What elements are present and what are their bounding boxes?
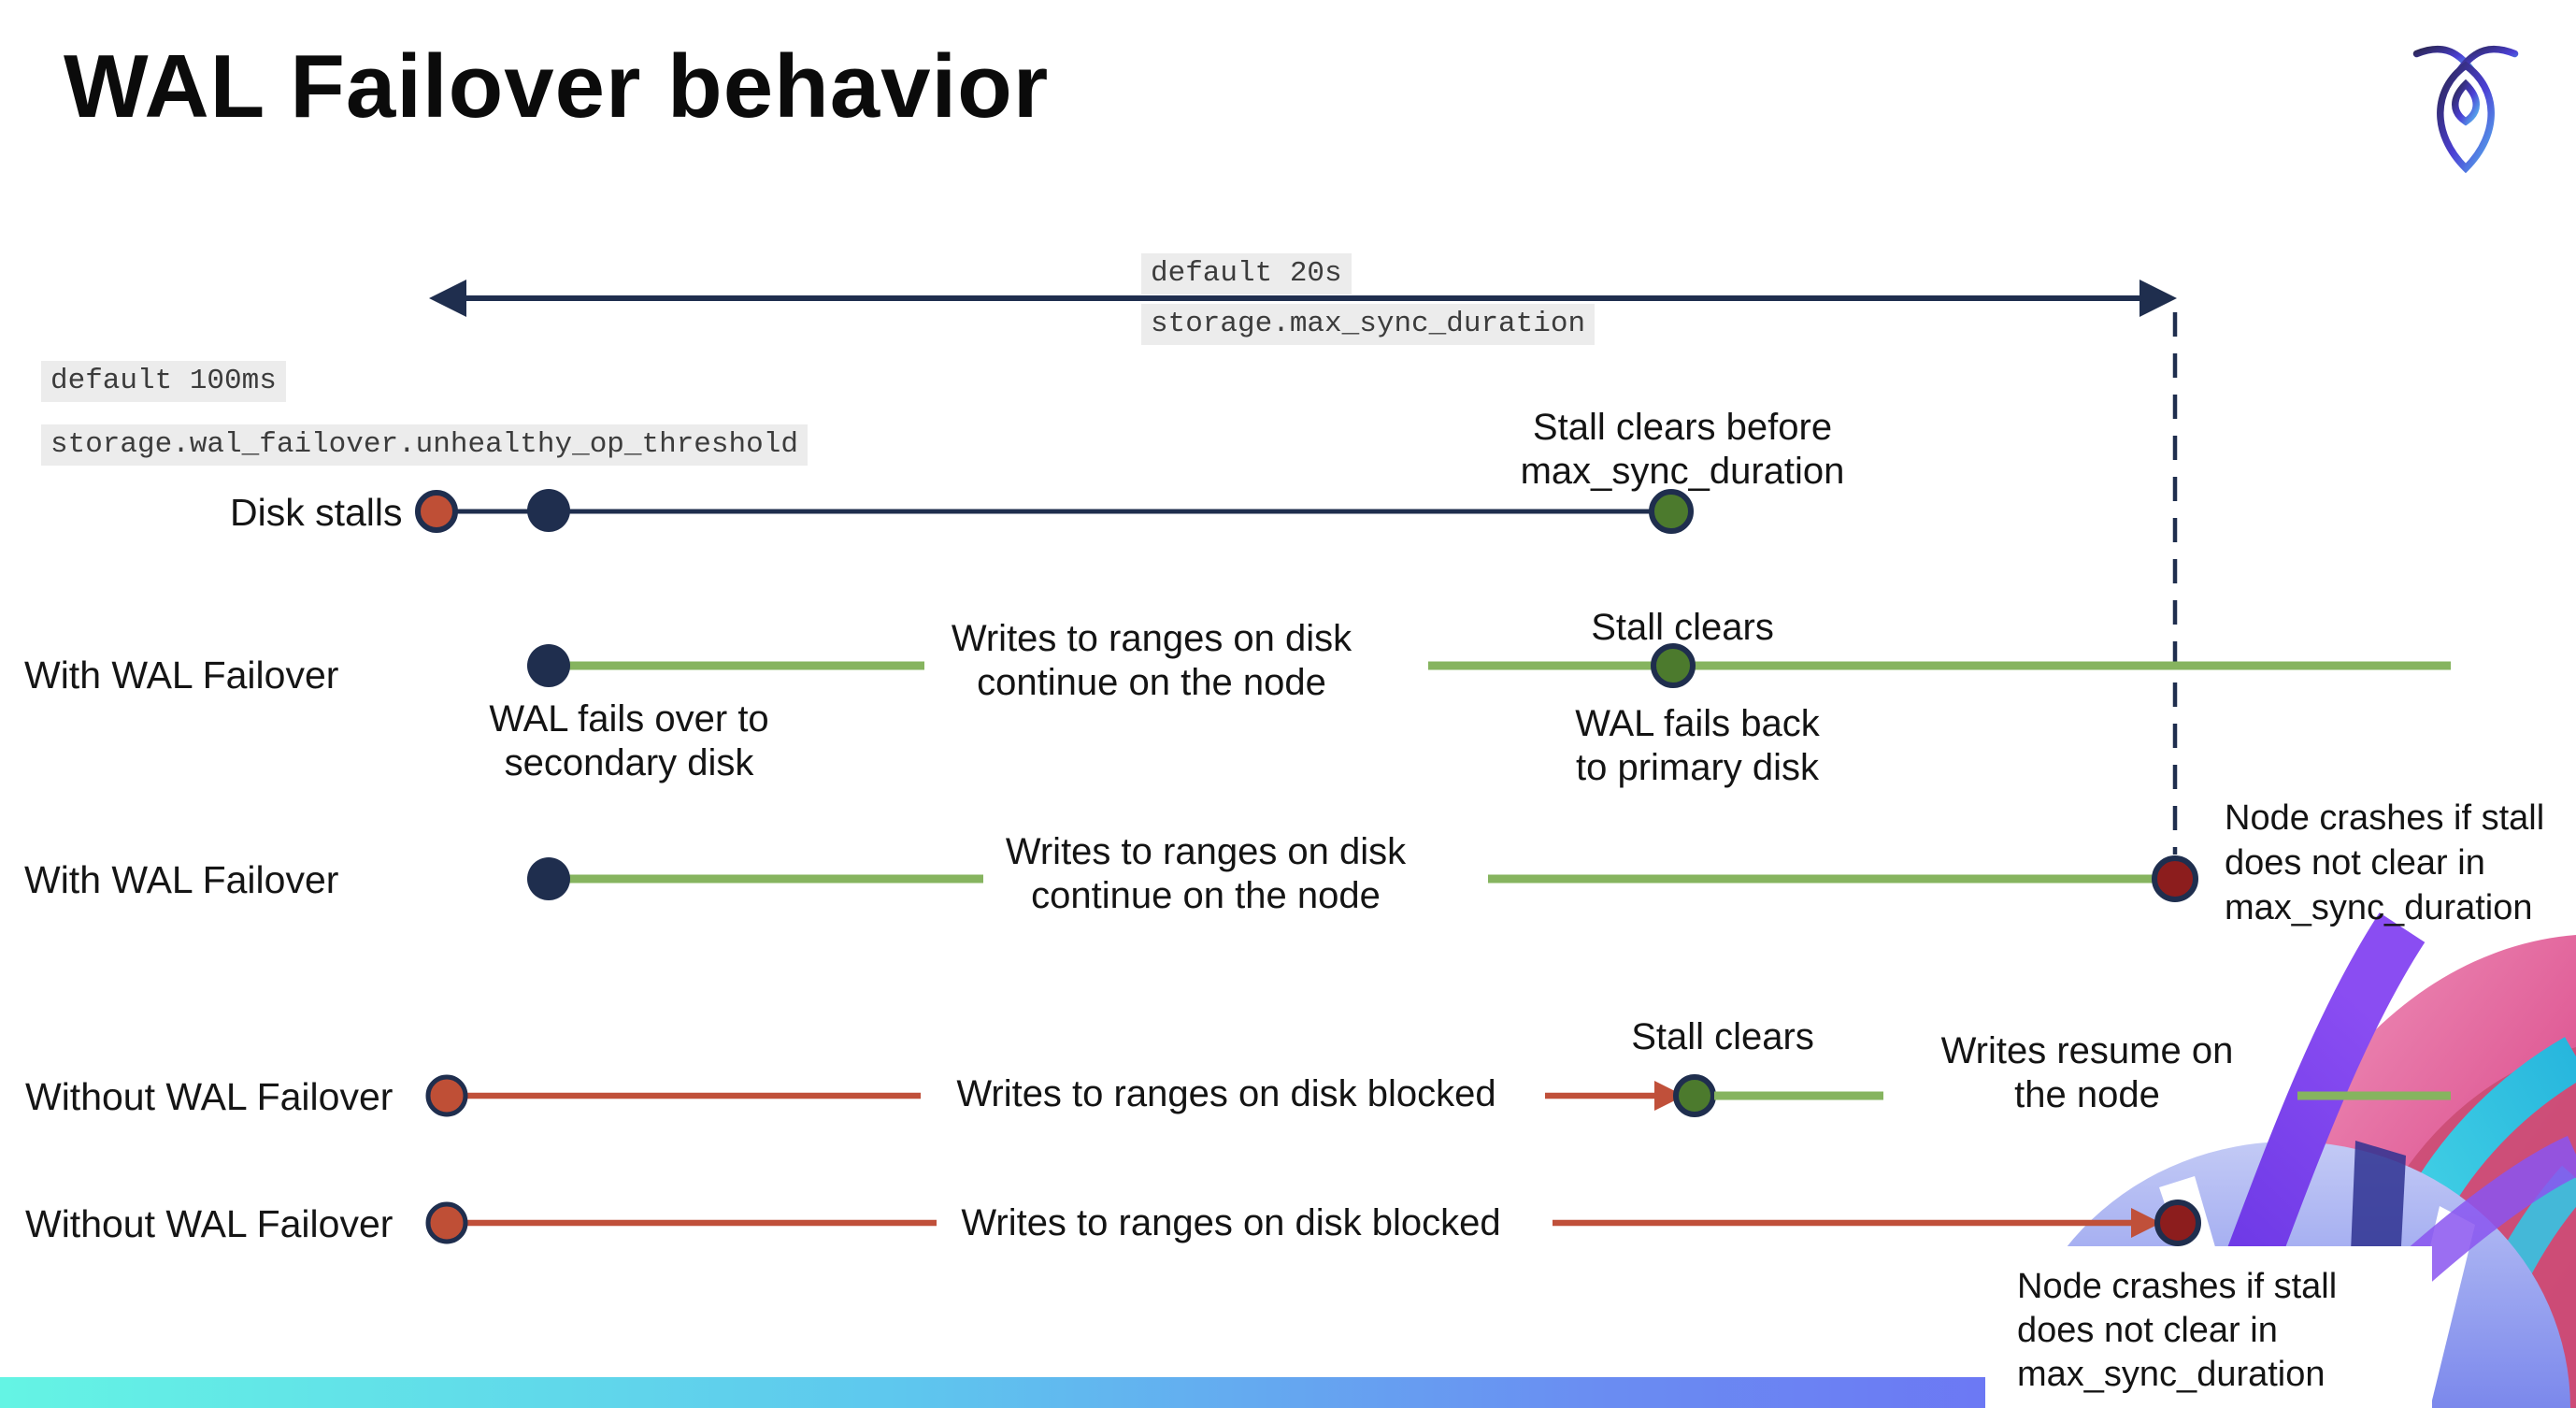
- unhealthy-op-threshold-default-label: default 100ms: [41, 361, 286, 402]
- failover-dot: [527, 644, 570, 687]
- unhealthy-op-threshold-setting-label: storage.wal_failover.unhealthy_op_thresh…: [41, 424, 808, 466]
- cockroachdb-logo-icon: [2412, 45, 2519, 174]
- row-label-with-wal-failover-1: With WAL Failover: [24, 654, 339, 697]
- without-wal-failover-timeline-2: [425, 1200, 2201, 1246]
- annotation-stall-clears-before: Stall clears before max_sync_duration: [1520, 407, 1845, 492]
- annotation-node-crashes-2: Node crashes if stall does not clear in …: [2017, 1267, 2338, 1394]
- with-wal-failover-timeline-2: [527, 855, 2198, 902]
- row-label-with-wal-failover-2: With WAL Failover: [24, 858, 339, 901]
- stall-start-dot: [415, 490, 458, 533]
- node-crash-callout: Node crashes if stall does not clear in …: [1985, 1246, 2432, 1408]
- row-label-without-wal-failover-2: Without WAL Failover: [25, 1202, 394, 1245]
- annotation-wal-fails-over: WAL fails over to secondary disk: [489, 698, 769, 783]
- row-label-without-wal-failover-1: Without WAL Failover: [25, 1075, 394, 1118]
- node-crash-dot: [2154, 1200, 2201, 1246]
- threshold-dot: [527, 489, 570, 532]
- with-wal-failover-timeline-1: [527, 643, 2451, 688]
- max-sync-duration-setting-label: storage.max_sync_duration: [1141, 304, 1596, 345]
- stall-start-dot: [425, 1201, 468, 1244]
- annotation-writes-blocked-2: Writes to ranges on disk blocked: [961, 1202, 1501, 1243]
- annotation-wal-fails-back: WAL fails back to primary disk: [1575, 703, 1820, 788]
- max-sync-duration-default-label: default 20s: [1141, 253, 1352, 295]
- failover-dot: [527, 857, 570, 900]
- arrowhead: [2131, 1208, 2161, 1238]
- page-title: WAL Failover behavior: [64, 36, 1050, 136]
- max-sync-duration-arrow: [429, 280, 2177, 317]
- without-wal-failover-timeline-1: [425, 1074, 2451, 1117]
- annotation-writes-resume: Writes resume on the node: [1940, 1030, 2234, 1115]
- disk-stalls-timeline: [415, 489, 1694, 534]
- row-label-disk-stalls: Disk stalls: [230, 491, 403, 534]
- annotation-writes-continue-1: Writes to ranges on disk continue on the…: [951, 618, 1352, 703]
- annotation-node-crashes-1: Node crashes if stall does not clear in …: [2225, 798, 2545, 927]
- annotation-stall-clears-row4: Stall clears: [1631, 1016, 1814, 1057]
- node-crash-dot: [2152, 855, 2198, 902]
- arrowhead: [1654, 1081, 1684, 1111]
- stall-clears-dot: [1651, 643, 1696, 688]
- stall-start-dot: [425, 1074, 468, 1117]
- annotation-writes-continue-2: Writes to ranges on disk continue on the…: [1005, 831, 1407, 916]
- stall-clears-dot: [1649, 489, 1694, 534]
- annotation-writes-blocked-1: Writes to ranges on disk blocked: [956, 1073, 1496, 1114]
- stall-clears-dot: [1673, 1074, 1716, 1117]
- annotation-stall-clears-row2: Stall clears: [1591, 607, 1774, 648]
